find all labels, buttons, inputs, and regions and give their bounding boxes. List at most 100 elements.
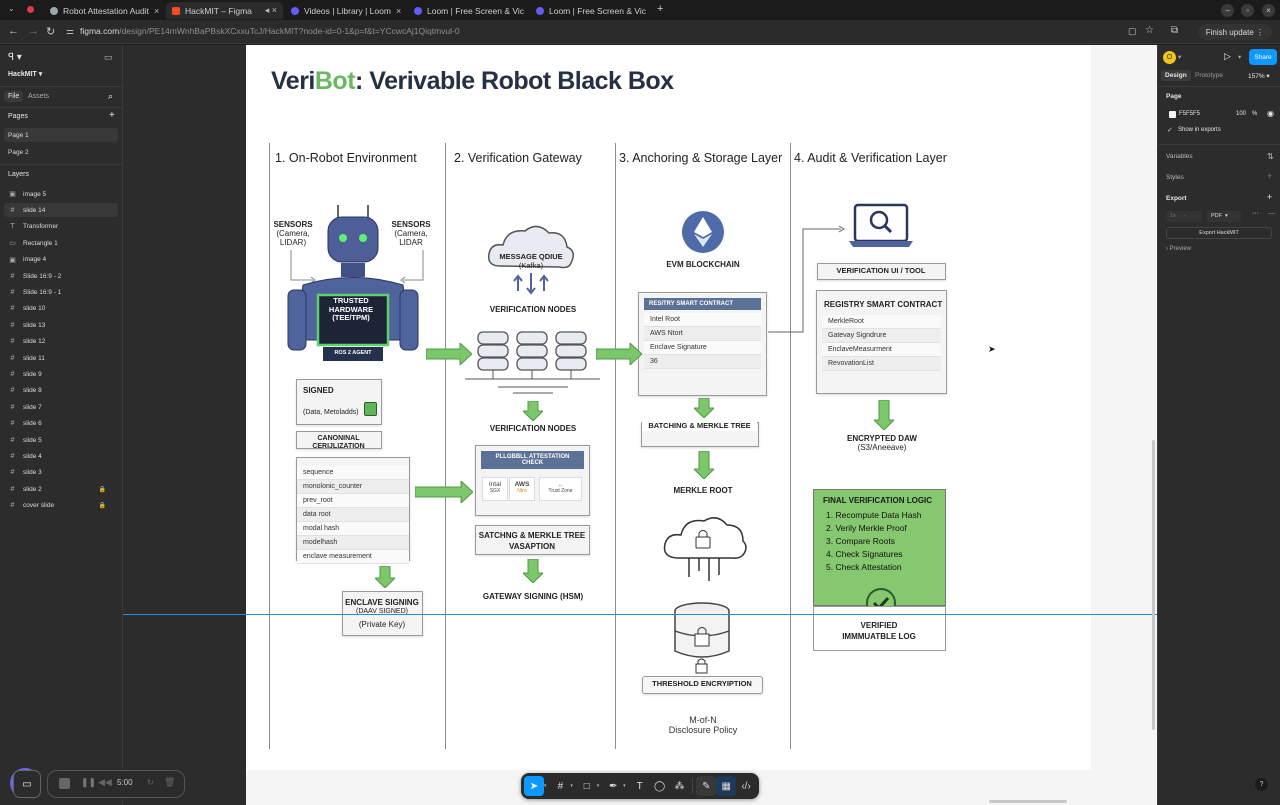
layer-item[interactable]: #slide 9: [4, 367, 118, 381]
file-name[interactable]: HackMIT ▾: [8, 71, 43, 78]
layer-item[interactable]: ▭Rectangle 1: [9, 239, 58, 248]
present-chevron-icon[interactable]: ▾: [1238, 54, 1242, 61]
extensions-icon[interactable]: ⧉: [1171, 25, 1179, 36]
reload-icon[interactable]: ↻: [46, 26, 56, 38]
layer-item[interactable]: ▣image 5: [9, 190, 47, 199]
layer-item[interactable]: #slide 4: [4, 449, 118, 463]
rewind-icon[interactable]: ◀◀: [98, 777, 112, 787]
tab-loom-library[interactable]: Videos | Library | Loom×: [285, 2, 405, 19]
tab-list-chevron-icon[interactable]: ⌄: [8, 4, 15, 13]
draw-mode-icon[interactable]: ✎: [696, 776, 717, 796]
help-button[interactable]: ?: [1255, 778, 1268, 791]
layer-item[interactable]: #slide 13: [4, 318, 118, 332]
vertical-scrollbar[interactable]: [1152, 440, 1155, 730]
layer-item[interactable]: #slide 6: [4, 417, 118, 431]
page-item[interactable]: Page 1: [4, 128, 118, 142]
layer-item[interactable]: #slide 5: [4, 433, 118, 447]
toggle-sidebar-icon[interactable]: ▭: [104, 52, 113, 62]
restart-icon[interactable]: ↻: [147, 778, 154, 787]
close-window-button[interactable]: ×: [1262, 4, 1275, 17]
lock-icon[interactable]: 🔒: [98, 503, 106, 510]
move-tool-icon[interactable]: ➤: [524, 776, 544, 796]
stop-recording-icon[interactable]: [59, 778, 70, 789]
present-icon[interactable]: ▷: [1224, 51, 1231, 61]
dev-mode-icon[interactable]: ‹/›: [741, 780, 751, 792]
layer-item[interactable]: #Slide 16:9 - 2: [4, 269, 118, 283]
comment-tool-icon[interactable]: ◯: [653, 780, 666, 792]
export-button[interactable]: Export HackMIT: [1166, 227, 1272, 239]
add-export-icon[interactable]: +: [1267, 192, 1273, 202]
page-color-field[interactable]: F5F5F5: [1179, 111, 1201, 117]
cast-icon[interactable]: ▢: [1128, 26, 1137, 36]
preview-toggle[interactable]: › Preview: [1166, 246, 1192, 252]
tab-loom-1[interactable]: Loom | Free Screen & Vic×: [408, 2, 528, 19]
remove-export-icon[interactable]: —: [1268, 210, 1275, 217]
minimize-button[interactable]: –: [1221, 4, 1234, 17]
pause-icon[interactable]: ❚❚: [81, 777, 97, 787]
avatar[interactable]: O: [1163, 51, 1176, 64]
layer-item[interactable]: #slide 8: [4, 384, 118, 398]
layer-item[interactable]: #slide 12: [4, 335, 118, 349]
layer-item[interactable]: #cover slide🔒: [4, 499, 118, 513]
layer-item[interactable]: #Slide 16:9 - 1: [4, 285, 118, 299]
horizontal-scrollbar[interactable]: [989, 800, 1067, 803]
close-tab-icon[interactable]: ◂ ×: [264, 5, 277, 15]
forward-icon[interactable]: →: [28, 25, 39, 37]
maximize-button[interactable]: ▫: [1241, 4, 1254, 17]
page-item[interactable]: Page 2: [8, 148, 29, 156]
layer-item[interactable]: #slide 3: [4, 466, 118, 480]
layer-item[interactable]: #slide 2🔒: [4, 482, 118, 496]
chevron-down-icon[interactable]: ▾: [623, 783, 626, 789]
close-tab-icon[interactable]: ×: [154, 5, 160, 16]
tab-figma[interactable]: HackMIT – Figma◂ ×: [166, 2, 283, 19]
camera-icon[interactable]: ▭: [13, 770, 41, 798]
pen-tool-icon[interactable]: ✒: [609, 780, 618, 792]
delete-icon[interactable]: 🗑: [164, 777, 176, 787]
page-color-swatch[interactable]: [1169, 111, 1176, 118]
rectangle-tool-icon[interactable]: □: [583, 780, 590, 792]
back-icon[interactable]: ←: [8, 25, 19, 37]
site-settings-icon[interactable]: ⚌: [66, 26, 75, 36]
layer-item[interactable]: #slide 7: [4, 400, 118, 414]
frame-tool-icon[interactable]: #: [557, 780, 564, 792]
search-icon[interactable]: ⌕: [108, 91, 114, 101]
tab-assets[interactable]: Assets: [28, 93, 50, 100]
variables-icon[interactable]: ⇅: [1267, 152, 1274, 161]
tab-loom-2[interactable]: Loom | Free Screen & Vic×: [530, 2, 650, 19]
url-field[interactable]: figma.com/design/PE14mWnhBaPBskXCxxuTcJ/…: [80, 26, 460, 36]
figma-menu-icon[interactable]: ꟼ ▾: [8, 52, 22, 63]
layer-item[interactable]: #slide 10: [4, 302, 118, 316]
slide-14[interactable]: [246, 45, 1091, 770]
page-opacity-field[interactable]: 100: [1236, 111, 1247, 117]
chevron-down-icon[interactable]: ▾: [596, 783, 600, 789]
add-page-icon[interactable]: +: [109, 110, 115, 121]
chevron-down-icon[interactable]: ▾: [570, 783, 573, 789]
export-format-select[interactable]: PDF ▾: [1207, 211, 1241, 222]
lock-icon[interactable]: 🔒: [98, 486, 106, 493]
canvas[interactable]: VeriBot: Verivable Robot Black Box 1. On…: [123, 45, 1157, 805]
new-tab-button[interactable]: +: [657, 3, 664, 15]
tab-prototype[interactable]: Prototype: [1195, 72, 1223, 79]
text-tool-icon[interactable]: T: [636, 780, 643, 792]
zoom-level[interactable]: 157% ▾: [1248, 73, 1270, 80]
layer-item[interactable]: #slide 14: [4, 203, 118, 218]
tab-robot-attestation[interactable]: Robot Attestation Audit×: [44, 2, 164, 19]
avatar-chevron-icon[interactable]: ▾: [1178, 54, 1182, 61]
chevron-down-icon[interactable]: ▾: [543, 783, 547, 789]
share-button[interactable]: Share: [1249, 49, 1277, 65]
tab-design[interactable]: Design: [1161, 70, 1191, 81]
export-scale-select[interactable]: 1x -: [1166, 211, 1202, 222]
visibility-eye-icon[interactable]: ◉: [1267, 109, 1274, 118]
layer-item[interactable]: ▣image 4: [9, 256, 47, 264]
finish-update-button[interactable]: Finish update ⋮: [1197, 24, 1272, 40]
design-mode-icon[interactable]: ▦: [716, 776, 737, 796]
show-in-exports-checkbox[interactable]: ✓: [1167, 127, 1173, 134]
close-tab-icon[interactable]: ×: [395, 5, 402, 16]
add-style-icon[interactable]: +: [1267, 171, 1273, 181]
tab-file[interactable]: File: [4, 91, 24, 102]
actions-tool-icon[interactable]: ⁂: [674, 780, 685, 792]
export-more-icon[interactable]: ···: [1252, 210, 1259, 217]
layer-item[interactable]: #slide 11: [4, 351, 118, 365]
bookmark-star-icon[interactable]: ☆: [1145, 25, 1154, 36]
